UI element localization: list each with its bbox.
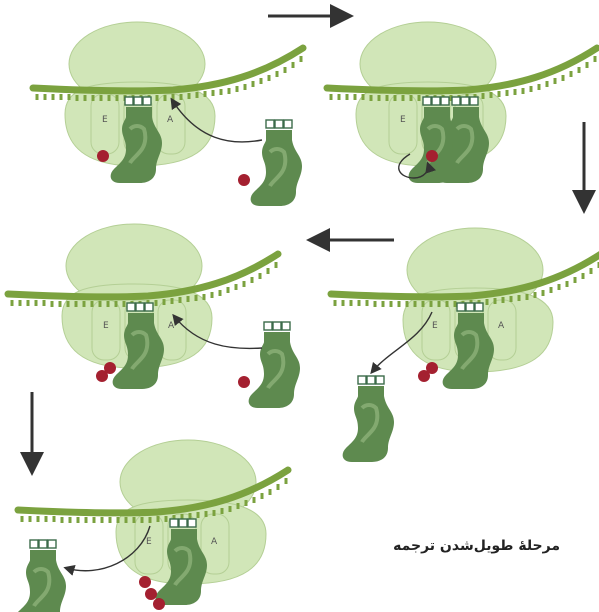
a-site-label-4: A	[168, 321, 175, 331]
amino-acid-incoming-4	[238, 376, 250, 388]
codon-incoming-4	[264, 322, 290, 330]
panel-4: E A	[8, 224, 300, 408]
codon-2a	[423, 97, 449, 105]
amino-acid-2	[426, 150, 438, 162]
e-site-label-2: E	[400, 115, 406, 125]
codon-5	[170, 519, 196, 527]
trna-exiting-3	[343, 386, 394, 462]
codon-3	[457, 303, 483, 311]
panel-5: E A	[15, 440, 288, 612]
amino-acid-5a	[139, 576, 151, 588]
e-site-label-5: E	[146, 537, 152, 547]
diagram-caption: مرحلهٔ طویل‌شدن ترجمه	[330, 538, 560, 554]
trna-incoming-1	[251, 130, 302, 206]
codon-4	[127, 303, 153, 311]
amino-acid-4b	[104, 362, 116, 374]
codon-2b	[452, 97, 478, 105]
amino-acid-1	[97, 150, 109, 162]
codon-exiting-5	[30, 540, 56, 548]
codon-incoming-1	[266, 120, 292, 128]
codon-1	[125, 97, 151, 105]
codon-exiting-3	[358, 376, 384, 384]
trna-incoming-4	[249, 332, 300, 408]
a-site-label-1: A	[167, 115, 174, 125]
amino-acid-incoming-1	[238, 174, 250, 186]
panel-2: E	[327, 22, 597, 183]
panel-1: E A	[33, 22, 303, 206]
amino-acid-5b	[145, 588, 157, 600]
panel-3: E A	[331, 228, 599, 462]
amino-acid-5c	[153, 598, 165, 610]
a-site-label-3: A	[498, 321, 505, 331]
trna-exiting-5	[15, 550, 66, 612]
e-site-label-4: E	[103, 321, 109, 331]
e-site-label-1: E	[102, 115, 108, 125]
e-site-label-3: E	[432, 321, 438, 331]
a-site-label-5: A	[211, 537, 218, 547]
amino-acid-3b	[426, 362, 438, 374]
